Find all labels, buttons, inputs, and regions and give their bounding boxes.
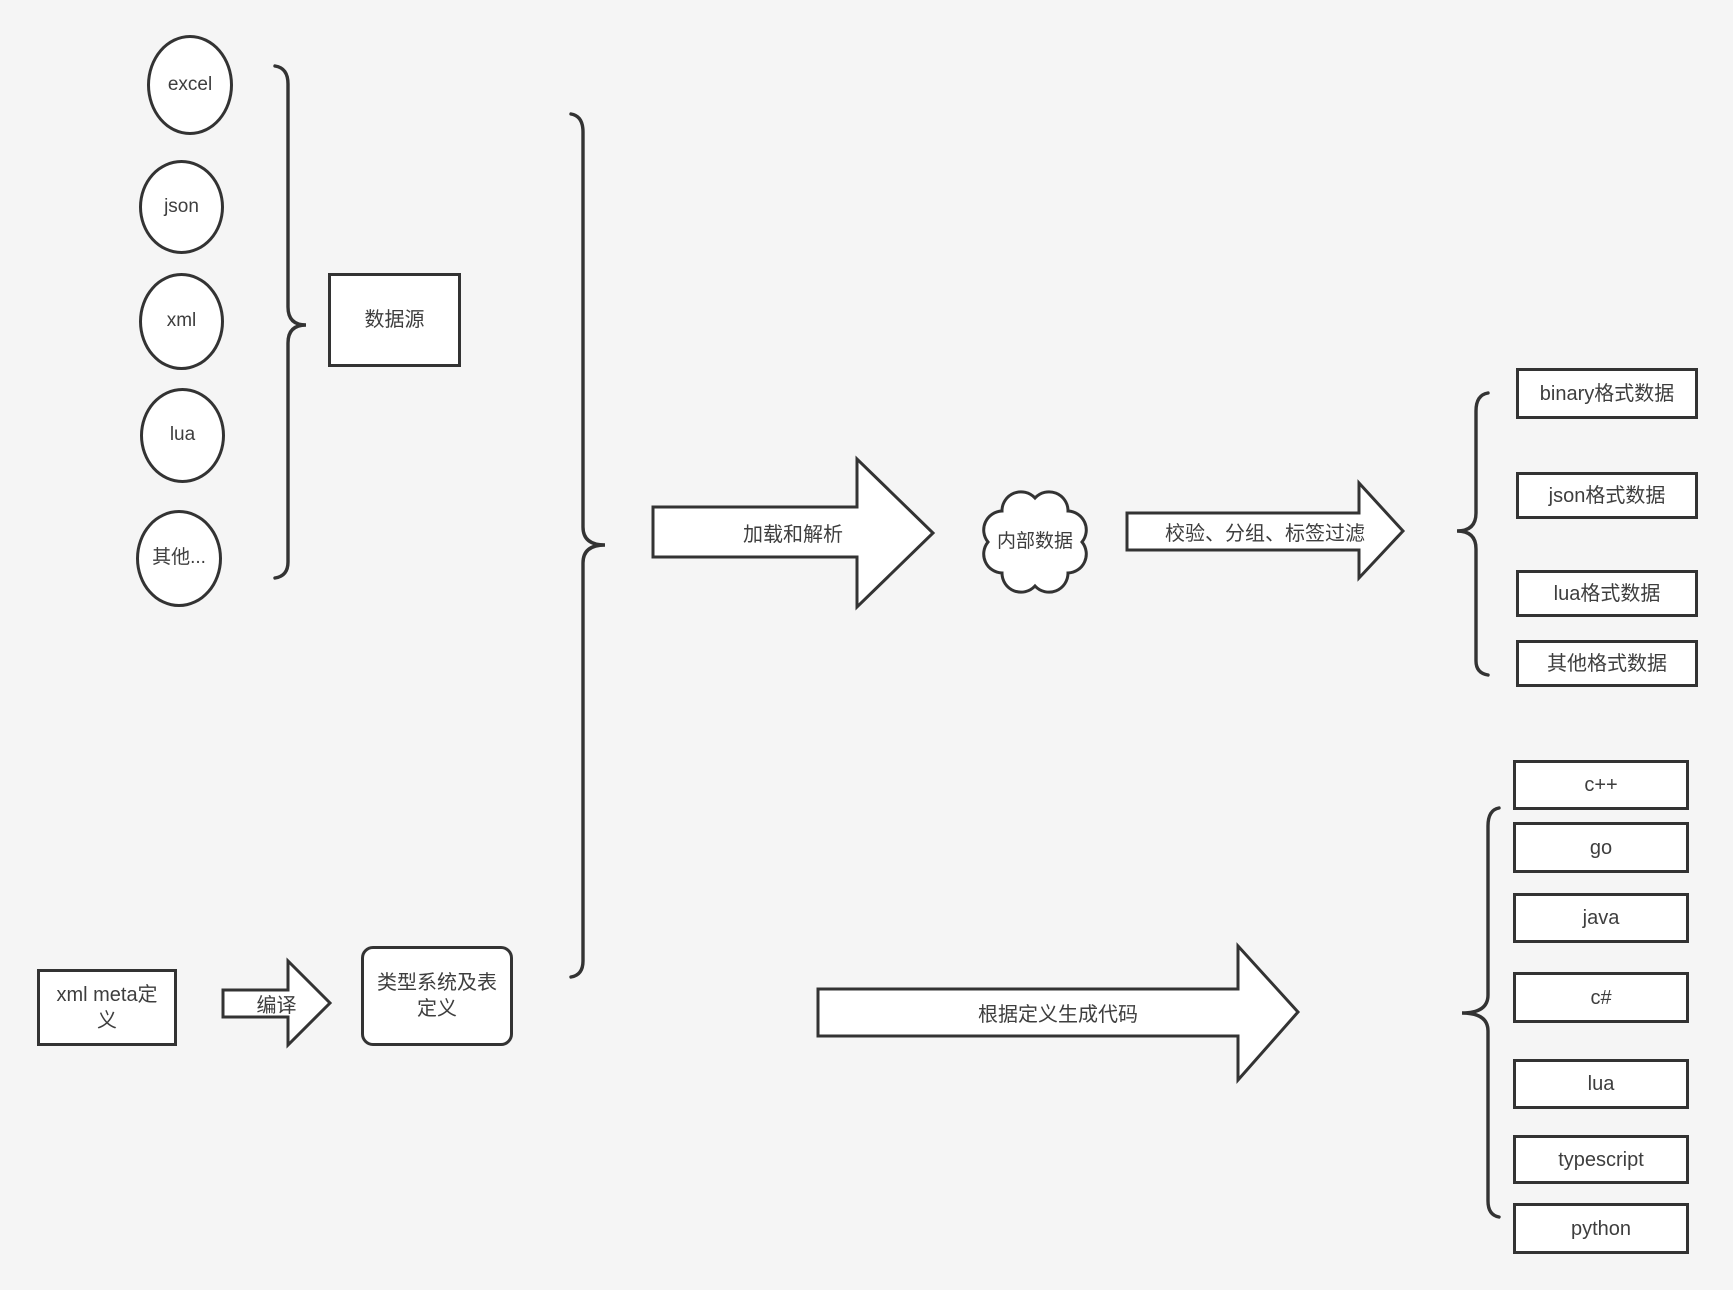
compile-arrow-shape xyxy=(221,957,333,1049)
codegen-arrow-shape xyxy=(816,942,1301,1084)
formats-brace xyxy=(1456,391,1490,677)
languages-brace xyxy=(1461,806,1501,1219)
type-system-label: 类型系统及表定义 xyxy=(377,972,497,1020)
language-box-label: typescript xyxy=(1558,1148,1644,1171)
format-box-label: json格式数据 xyxy=(1548,484,1666,507)
format-box-label: binary格式数据 xyxy=(1539,382,1675,405)
load-parse-arrow-shape xyxy=(651,455,936,611)
xml-meta-label: xml meta定义 xyxy=(56,983,158,1032)
language-box-label: go xyxy=(1589,836,1613,859)
language-box-label: java xyxy=(1582,907,1620,929)
filter-arrow-shape xyxy=(1125,479,1406,582)
type-system-box: 类型系统及表定义 xyxy=(361,946,513,1046)
language-box-label: c# xyxy=(1590,986,1612,1009)
source-node-label: 其他... xyxy=(152,547,206,569)
source-node-label: xml xyxy=(166,310,197,332)
language-box-typescript: typescript xyxy=(1513,1135,1689,1184)
inputs-brace xyxy=(569,112,606,979)
data-source-label: 数据源 xyxy=(364,309,425,331)
format-box-label: 其他格式数据 xyxy=(1547,652,1667,675)
language-box-java: java xyxy=(1513,893,1689,943)
source-node-xml: xml xyxy=(139,273,224,370)
source-node-label: excel xyxy=(167,73,213,95)
language-box-cpp: c++ xyxy=(1513,760,1689,810)
format-box-other: 其他格式数据 xyxy=(1516,640,1698,687)
source-node-label: json xyxy=(164,195,199,217)
source-node-lua: lua xyxy=(140,388,225,483)
source-node-label: lua xyxy=(169,424,196,446)
xml-meta-box: xml meta定义 xyxy=(37,969,177,1046)
format-box-json: json格式数据 xyxy=(1516,472,1698,519)
language-box-label: lua xyxy=(1587,1073,1615,1095)
language-box-python: python xyxy=(1513,1203,1689,1254)
language-box-label: python xyxy=(1570,1217,1632,1240)
format-box-lua: lua格式数据 xyxy=(1516,570,1698,617)
format-box-binary: binary格式数据 xyxy=(1516,368,1698,419)
sources-brace xyxy=(273,64,307,580)
language-box-lua: lua xyxy=(1513,1059,1689,1109)
data-source-box: 数据源 xyxy=(328,273,461,367)
source-node-json: json xyxy=(139,160,224,254)
language-box-csharp: c# xyxy=(1513,972,1689,1023)
language-box-go: go xyxy=(1513,822,1689,873)
source-node-other: 其他... xyxy=(136,510,222,607)
source-node-excel: excel xyxy=(147,35,233,135)
internal-data-cloud-shape xyxy=(982,490,1088,594)
format-box-label: lua格式数据 xyxy=(1553,582,1661,605)
language-box-label: c++ xyxy=(1584,774,1618,796)
